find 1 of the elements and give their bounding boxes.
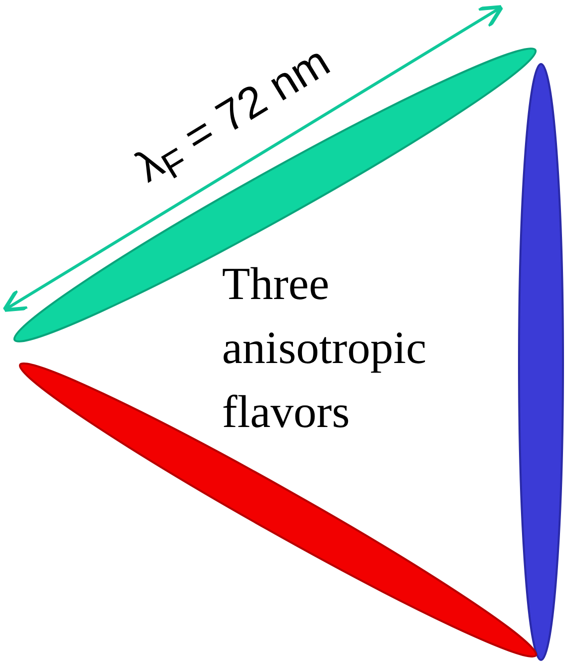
caption-text: Three anisotropic flavors [222,257,428,439]
